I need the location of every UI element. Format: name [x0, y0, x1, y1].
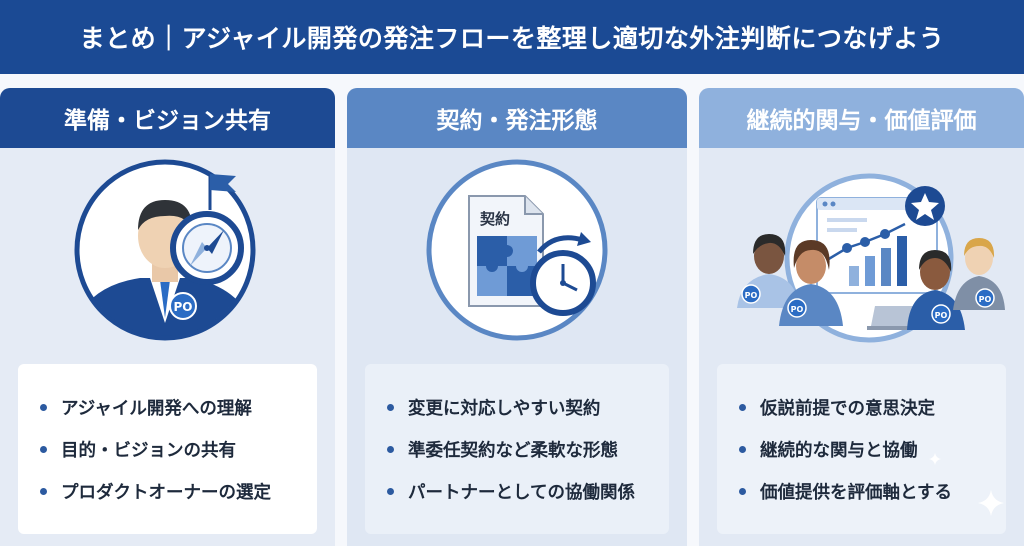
compass-icon: [170, 211, 244, 285]
column-heading: 継続的関与・価値評価: [699, 88, 1024, 148]
svg-text:PO: PO: [791, 305, 804, 314]
page-title: まとめ｜アジャイル開発の発注フローを整理し適切な外注判断につなげよう: [79, 24, 945, 53]
list-item: 準委任契約など柔軟な形態: [387, 428, 669, 470]
column-heading: 契約・発注形態: [347, 88, 687, 148]
star-icon: [905, 186, 945, 226]
bullet-icon: [739, 403, 746, 411]
illustration-product-owner: PO: [0, 148, 335, 353]
column-continuous-involvement: 継続的関与・価値評価: [699, 88, 1024, 546]
bullet-icon: [739, 445, 746, 453]
list-item: パートナーとしての協働関係: [387, 470, 669, 512]
flag-icon: [208, 174, 236, 210]
bullet-icon: [387, 403, 394, 411]
list-item: プロダクトオーナーの選定: [40, 470, 317, 512]
svg-text:契約: 契約: [479, 210, 510, 228]
column-contract: 契約・発注形態 契約: [347, 88, 687, 546]
column-preparation: 準備・ビジョン共有 PO: [0, 88, 335, 546]
person-icon: PO: [779, 240, 843, 326]
person-icon: PO: [953, 238, 1005, 310]
po-badge: PO: [169, 292, 197, 320]
bullet-icon: [40, 487, 47, 495]
clock-icon: [530, 232, 596, 316]
list-item: 目的・ビジョンの共有: [40, 428, 317, 470]
list-item: 継続的な関与と協働: [739, 428, 1006, 470]
sparkle-icon: [978, 490, 1004, 516]
person-icon: PO: [737, 234, 799, 308]
person-icon: PO: [907, 250, 965, 330]
svg-text:PO: PO: [745, 291, 758, 300]
sparkle-icon: [929, 453, 941, 465]
bullet-icon: [40, 403, 47, 411]
column-heading: 準備・ビジョン共有: [0, 88, 335, 148]
list-item: 価値提供を評価軸とする: [739, 470, 1006, 512]
item-list: 仮説前提での意思決定 継続的な関与と協働 価値提供を評価軸とする: [717, 364, 1006, 534]
puzzle-icon: [477, 236, 537, 296]
illustration-team: PO PO PO: [699, 148, 1024, 353]
list-item: 変更に対応しやすい契約: [387, 386, 669, 428]
svg-text:PO: PO: [979, 295, 992, 304]
bullet-icon: [40, 445, 47, 453]
item-list: アジャイル開発への理解 目的・ビジョンの共有 プロダクトオーナーの選定: [18, 364, 317, 534]
svg-text:PO: PO: [935, 311, 948, 320]
laptop-icon: [867, 306, 917, 330]
title-banner: まとめ｜アジャイル開発の発注フローを整理し適切な外注判断につなげよう: [0, 0, 1024, 74]
bullet-icon: [387, 445, 394, 453]
list-item: 仮説前提での意思決定: [739, 386, 1006, 428]
bullet-icon: [739, 487, 746, 495]
item-list: 変更に対応しやすい契約 準委任契約など柔軟な形態 パートナーとしての協働関係: [365, 364, 669, 534]
bullet-icon: [387, 487, 394, 495]
illustration-contract: 契約: [347, 148, 687, 353]
svg-text:PO: PO: [174, 300, 193, 314]
list-item: アジャイル開発への理解: [40, 386, 317, 428]
